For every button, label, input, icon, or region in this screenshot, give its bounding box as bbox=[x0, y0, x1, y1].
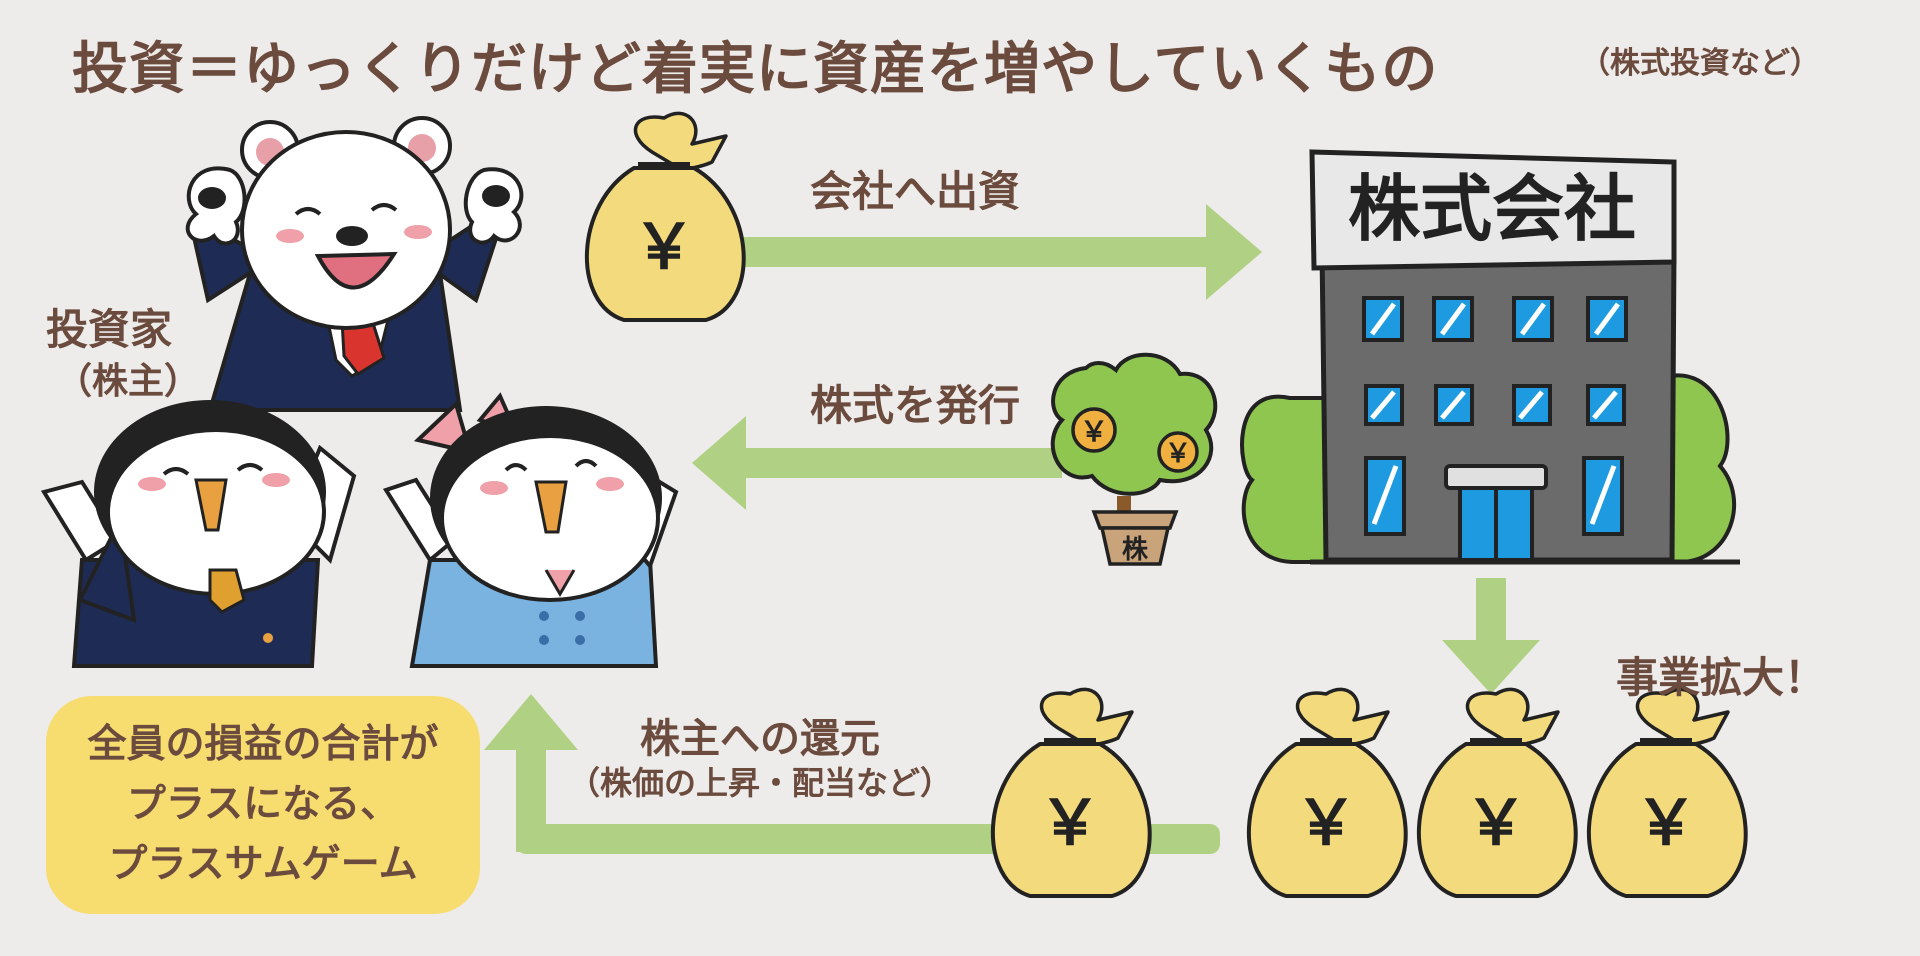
money-bag-icon: ￥ bbox=[1586, 687, 1748, 898]
bear-investor-icon bbox=[185, 116, 524, 412]
company-sign-text: 株式会社 bbox=[1348, 167, 1636, 251]
investor-label: 投資家 bbox=[46, 305, 173, 354]
issue-shares-label: 株式を発行 bbox=[810, 381, 1021, 430]
business-expansion-label: 事業拡大！ bbox=[1616, 653, 1827, 702]
svg-text:￥: ￥ bbox=[633, 210, 695, 283]
money-bag-icon: ￥ bbox=[1416, 687, 1578, 898]
svg-text:￥: ￥ bbox=[1635, 786, 1697, 859]
svg-text:￥: ￥ bbox=[1165, 439, 1191, 469]
arrow-expand-down bbox=[1442, 578, 1540, 694]
shareholder-label: （株主） bbox=[56, 361, 201, 402]
plus-sum-line: プラスになる、 bbox=[126, 782, 400, 827]
page-title: 投資＝ゆっくりだけど着実に資産を増やしていくもの bbox=[72, 37, 1439, 102]
svg-text:￥: ￥ bbox=[1465, 786, 1527, 859]
money-bag-icon: ￥ bbox=[1246, 687, 1408, 898]
money-bag-icon: ￥ bbox=[584, 111, 746, 322]
return-detail-label: （株価の上昇・配当など） bbox=[568, 764, 953, 802]
svg-text:￥: ￥ bbox=[1295, 786, 1357, 859]
plant-pot-label: 株 bbox=[1122, 535, 1149, 565]
money-bag-icon: ￥ bbox=[990, 687, 1152, 898]
svg-text:￥: ￥ bbox=[1080, 415, 1108, 448]
page-subtitle: （株式投資など） bbox=[1580, 46, 1820, 81]
plus-sum-line: 全員の損益の合計が bbox=[87, 722, 439, 767]
return-label: 株主への還元 bbox=[640, 716, 880, 762]
arrow-invest bbox=[742, 204, 1262, 300]
penguin-investor-icon bbox=[40, 400, 357, 668]
stock-tree-icon: ￥ ￥ 株 bbox=[1050, 352, 1218, 566]
penguin-investor-female-icon bbox=[382, 392, 679, 668]
plus-sum-box: 全員の損益の合計が プラスになる、 プラスサムゲーム bbox=[46, 696, 480, 914]
invest-label: 会社へ出資 bbox=[810, 167, 1021, 216]
svg-text:￥: ￥ bbox=[1039, 786, 1101, 859]
plus-sum-line: プラスサムゲーム bbox=[108, 842, 418, 887]
company-building-icon: 株式会社 bbox=[1240, 149, 1740, 565]
arrow-issue-shares bbox=[692, 416, 1062, 510]
